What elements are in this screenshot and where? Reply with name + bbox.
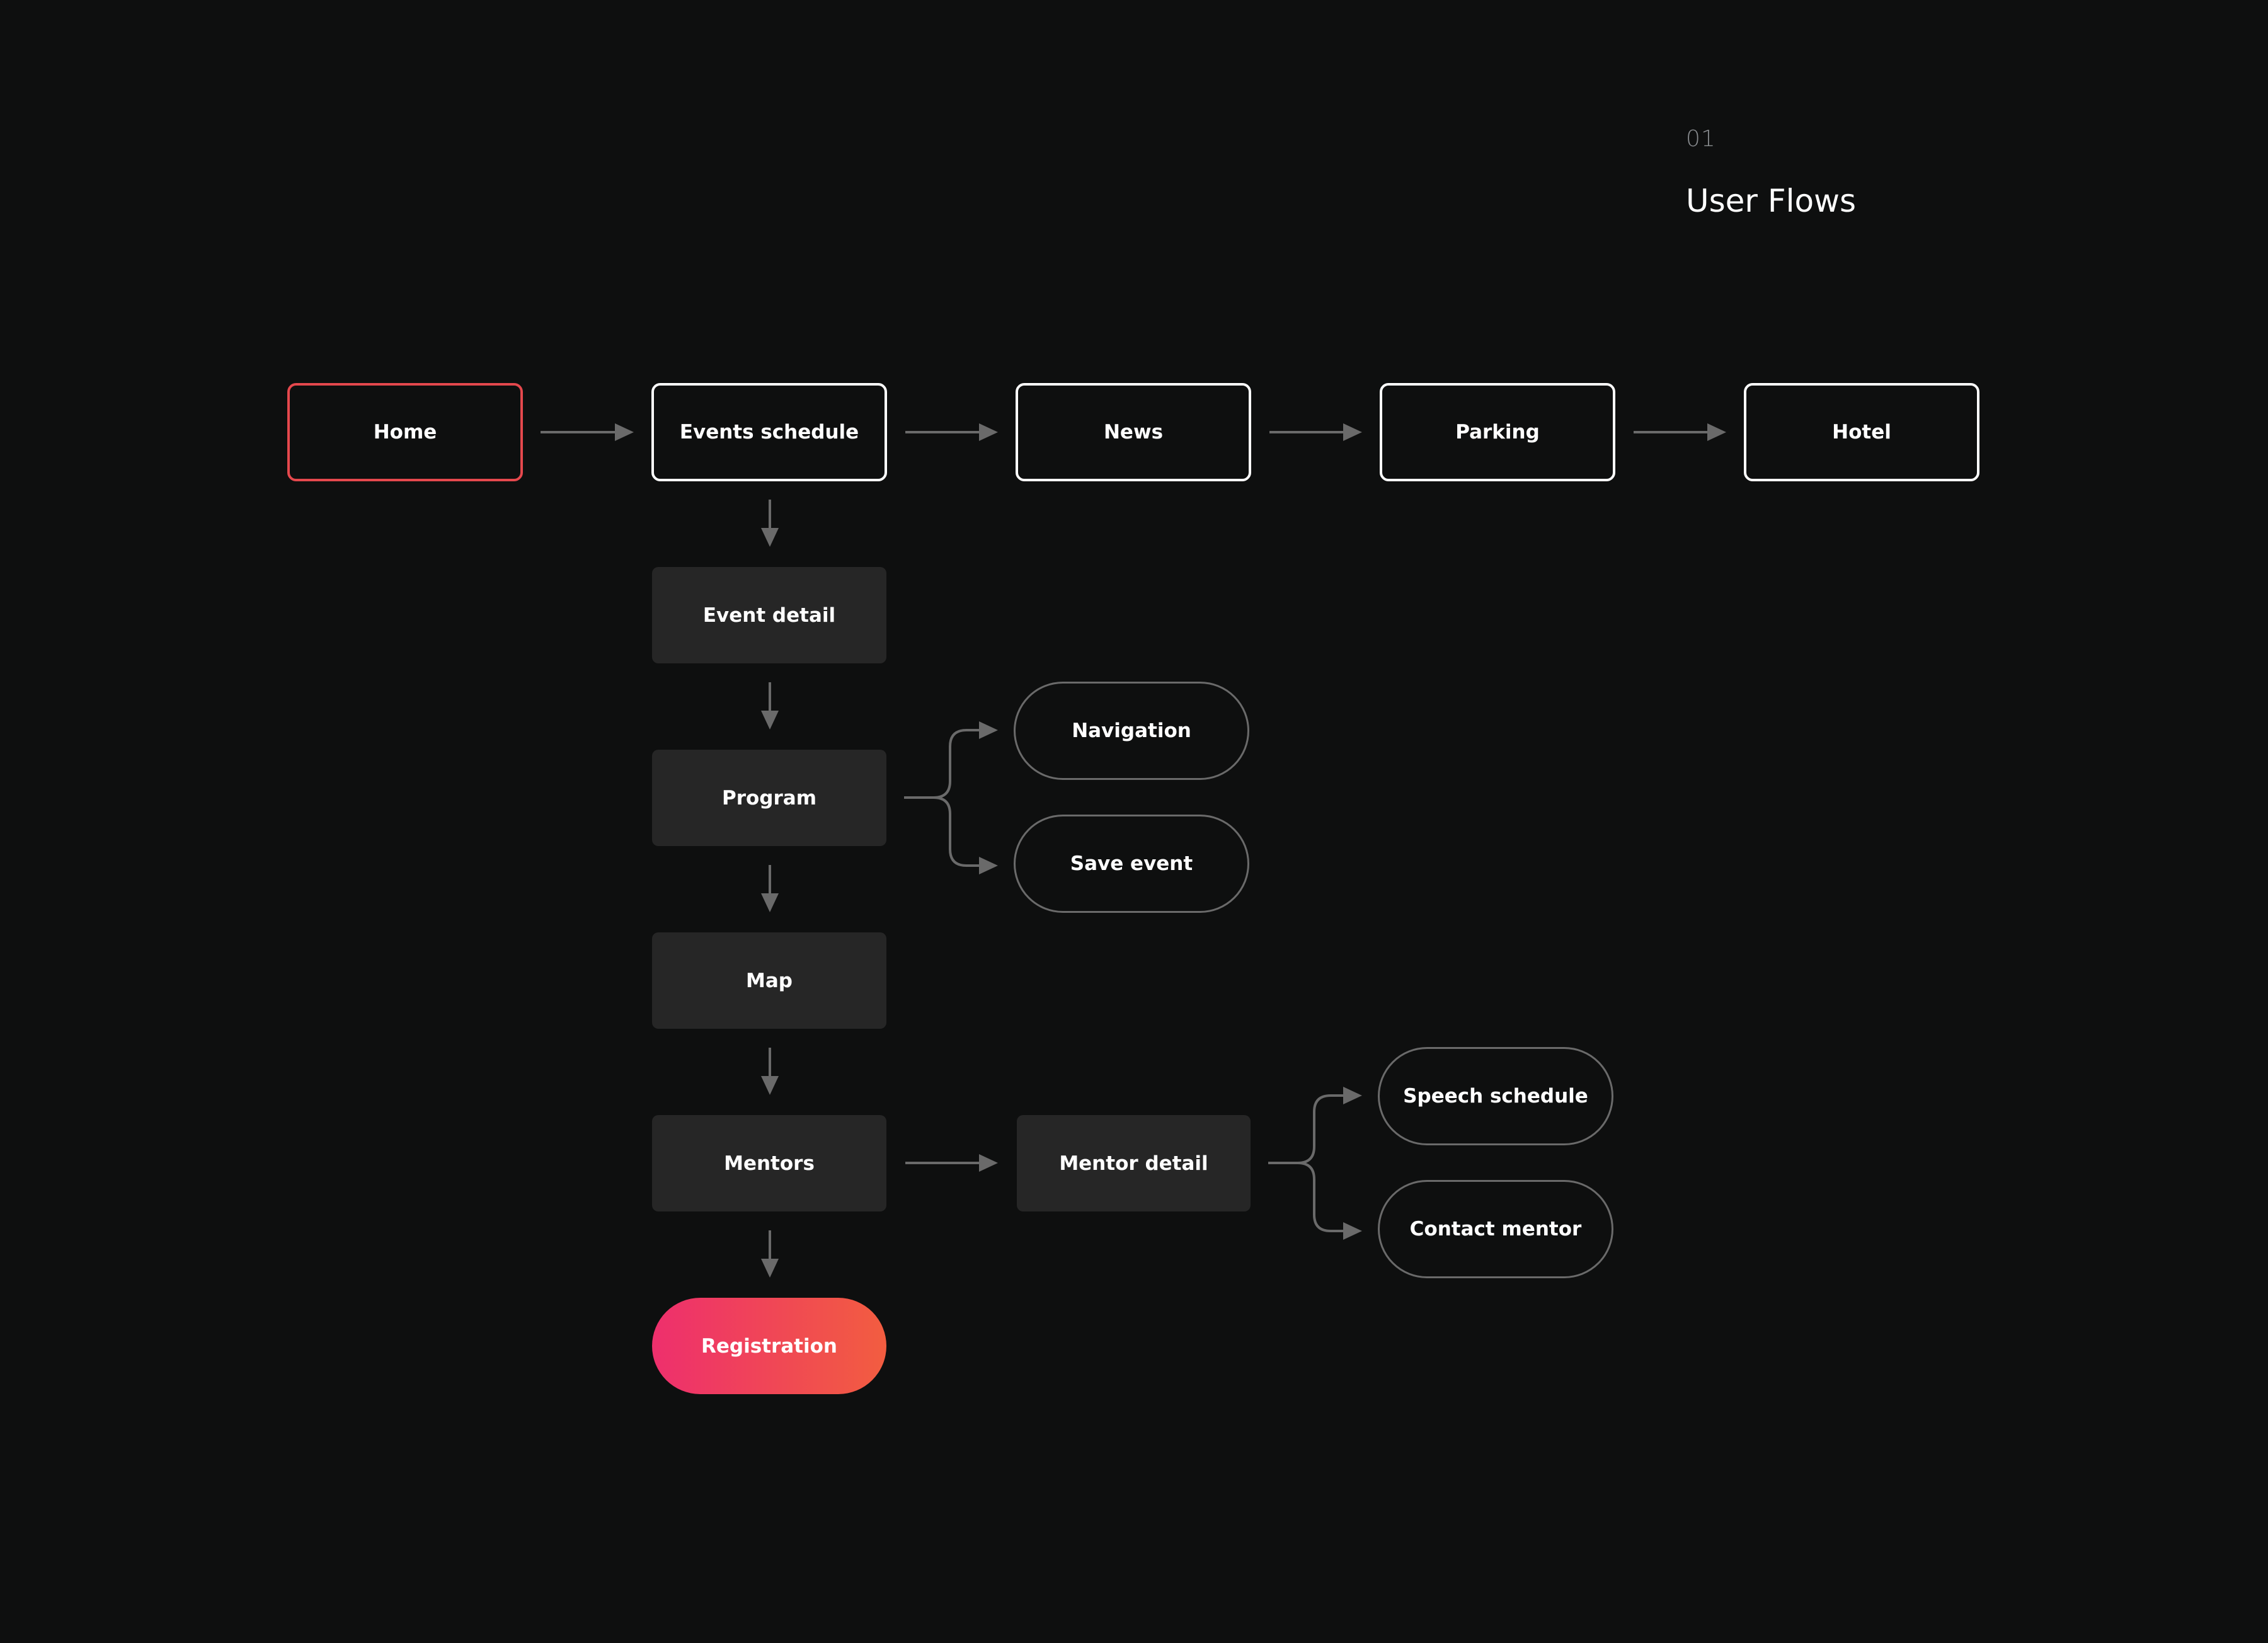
- node-navigation-label: Navigation: [1072, 719, 1191, 742]
- branch-program-options: [904, 721, 998, 874]
- node-speech-schedule[interactable]: Speech schedule: [1378, 1047, 1613, 1145]
- node-event-detail[interactable]: Event detail: [652, 567, 886, 663]
- node-map[interactable]: Map: [652, 932, 886, 1029]
- node-contact-mentor-label: Contact mentor: [1409, 1218, 1582, 1240]
- node-speech-schedule-label: Speech schedule: [1403, 1085, 1588, 1108]
- arrow-mentors-to-mentor-detail: [905, 1154, 998, 1172]
- arrow-program-to-map: [761, 865, 779, 912]
- node-event-detail-label: Event detail: [702, 604, 836, 627]
- node-navigation[interactable]: Navigation: [1014, 682, 1249, 780]
- arrow-events-to-event-detail: [761, 500, 779, 547]
- node-save-event[interactable]: Save event: [1014, 815, 1249, 913]
- node-news-label: News: [1103, 421, 1164, 444]
- section-number: 01: [1686, 126, 1716, 152]
- branch-mentor-options: [1268, 1087, 1362, 1240]
- arrow-event-detail-to-program: [761, 682, 779, 730]
- node-map-label: Map: [746, 969, 793, 992]
- node-mentor-detail[interactable]: Mentor detail: [1017, 1115, 1251, 1211]
- node-home[interactable]: Home: [287, 383, 523, 481]
- node-registration-label: Registration: [701, 1334, 837, 1358]
- arrow-news-to-parking: [1269, 423, 1362, 441]
- arrow-events-to-news: [905, 423, 998, 441]
- node-mentors-label: Mentors: [724, 1152, 815, 1175]
- node-hotel[interactable]: Hotel: [1744, 383, 1979, 481]
- arrow-home-to-events: [541, 423, 634, 441]
- arrow-map-to-mentors: [761, 1048, 779, 1095]
- node-mentor-detail-label: Mentor detail: [1059, 1152, 1208, 1175]
- node-mentors[interactable]: Mentors: [652, 1115, 886, 1211]
- node-news[interactable]: News: [1016, 383, 1251, 481]
- node-events-schedule[interactable]: Events schedule: [651, 383, 887, 481]
- node-events-schedule-label: Events schedule: [679, 421, 859, 444]
- node-hotel-label: Hotel: [1832, 421, 1891, 444]
- arrow-parking-to-hotel: [1634, 423, 1726, 441]
- node-registration[interactable]: Registration: [652, 1298, 886, 1394]
- node-home-label: Home: [373, 421, 437, 444]
- node-parking[interactable]: Parking: [1380, 383, 1615, 481]
- node-contact-mentor[interactable]: Contact mentor: [1378, 1180, 1613, 1278]
- node-program[interactable]: Program: [652, 750, 886, 846]
- node-save-event-label: Save event: [1070, 852, 1193, 875]
- section-title: User Flows: [1686, 183, 1857, 219]
- node-program-label: Program: [721, 786, 816, 810]
- arrow-mentors-to-registration: [761, 1230, 779, 1278]
- node-parking-label: Parking: [1455, 421, 1540, 444]
